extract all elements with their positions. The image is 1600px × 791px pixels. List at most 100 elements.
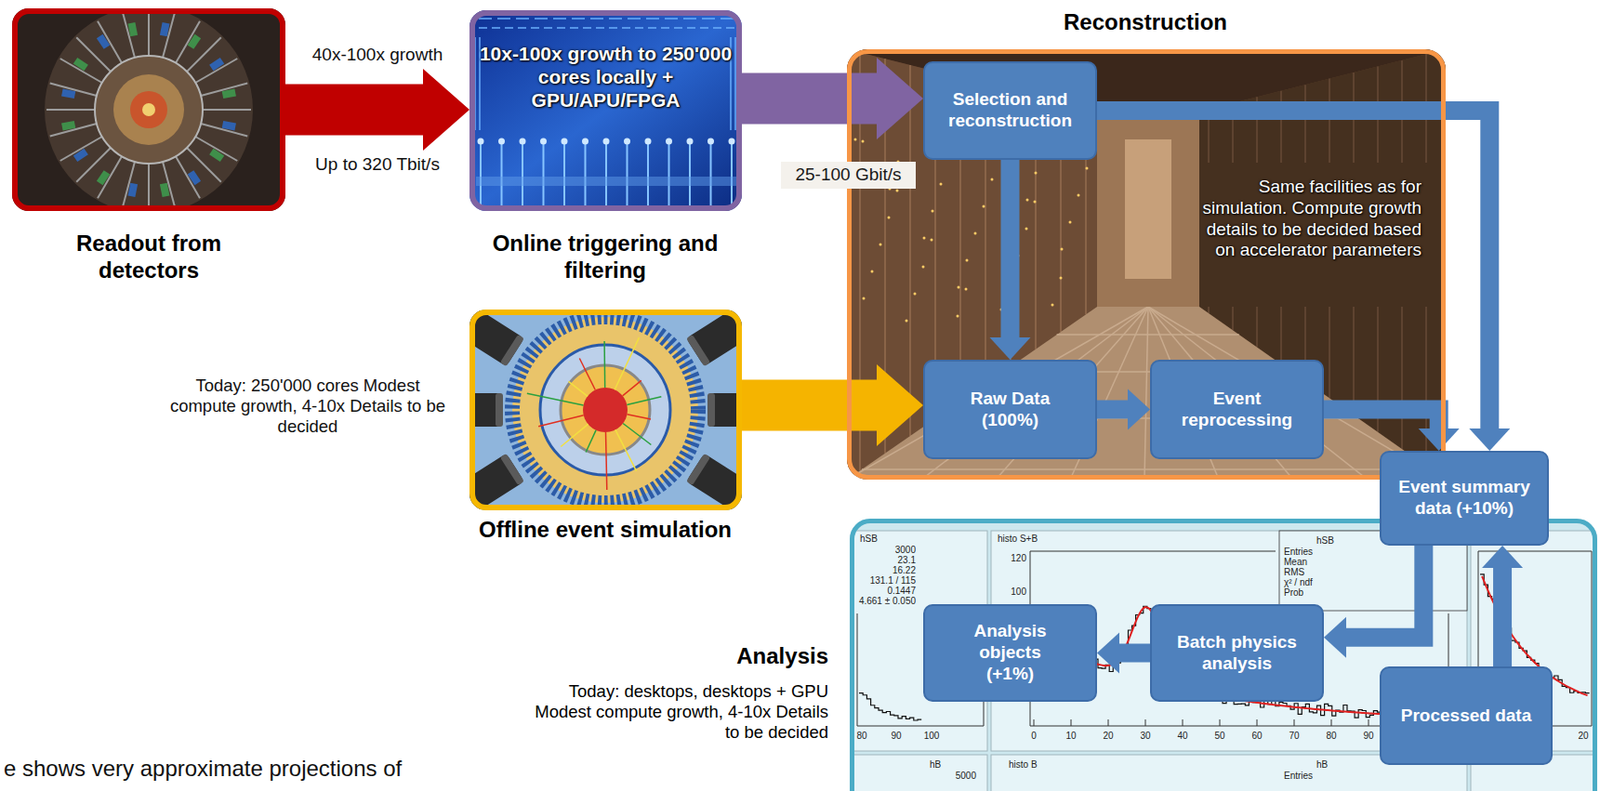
circuit-pad bbox=[645, 138, 652, 146]
circuit-pad bbox=[707, 138, 715, 146]
rack-led bbox=[965, 259, 969, 263]
panel-heading: Analysis bbox=[706, 643, 829, 671]
particle-track bbox=[622, 423, 651, 446]
circuit-pad bbox=[665, 138, 673, 146]
rack-led bbox=[982, 205, 986, 209]
rack-led bbox=[1060, 248, 1064, 252]
particle-track bbox=[622, 380, 642, 396]
circuit-pad bbox=[561, 138, 569, 146]
rack-led bbox=[939, 183, 943, 186]
rack-edge bbox=[1304, 84, 1307, 163]
histogram-label: 80 bbox=[1325, 730, 1336, 741]
arrow-shaft bbox=[1001, 159, 1020, 339]
detector-module bbox=[96, 34, 110, 50]
panel-heading: Online triggering and filtering bbox=[461, 230, 750, 285]
floor-tile-line bbox=[1144, 306, 1149, 480]
rack-led bbox=[1077, 194, 1081, 198]
floor-tile-line bbox=[1057, 333, 1240, 336]
rack-led bbox=[1026, 198, 1030, 202]
simulation-ring bbox=[512, 317, 699, 503]
rack-edge bbox=[1256, 306, 1258, 348]
circuit-ground bbox=[469, 10, 742, 212]
histogram-label: 50 bbox=[1214, 730, 1225, 741]
histogram-label: 131.1 / 115 bbox=[870, 575, 916, 586]
rack-led bbox=[1059, 277, 1063, 280]
axis-tick bbox=[1108, 719, 1110, 727]
panel-heading: 10x-100x growth to 250'000 cores locally… bbox=[476, 41, 736, 113]
rack-edge bbox=[1401, 306, 1403, 450]
detector-module bbox=[61, 89, 76, 100]
histogram-label: Prob bbox=[1283, 587, 1304, 598]
circuit-trace bbox=[563, 141, 566, 211]
arrow-shaft bbox=[1323, 409, 1440, 431]
histogram-label: hSB bbox=[1316, 535, 1335, 546]
rack-led bbox=[871, 270, 874, 274]
panel-heading: Readout from detectors bbox=[37, 230, 261, 285]
rack-led bbox=[1034, 171, 1038, 175]
axis-tick bbox=[1182, 719, 1184, 727]
histogram-label: 30 bbox=[1139, 730, 1151, 741]
panel-frame bbox=[469, 309, 742, 511]
rack-led bbox=[957, 286, 961, 290]
process-box: Event summary data (+10%) bbox=[1379, 450, 1549, 546]
side-note: Today: 250'000 cores Modest compute grow… bbox=[168, 375, 448, 438]
detector-module bbox=[96, 170, 110, 186]
arrow-head bbox=[876, 364, 924, 447]
circuit-pad bbox=[728, 138, 736, 146]
detector-module bbox=[73, 57, 89, 71]
histogram-label: hB bbox=[1316, 759, 1328, 770]
circuit-trace bbox=[626, 141, 629, 211]
detector-barrel bbox=[94, 55, 203, 164]
histogram-label: 80 bbox=[856, 730, 867, 741]
arrow-head bbox=[423, 68, 470, 151]
detector-module bbox=[128, 22, 139, 37]
circuit-trace bbox=[501, 141, 503, 211]
arrow-head bbox=[876, 57, 924, 140]
detector-module bbox=[128, 183, 139, 198]
circuit-bus bbox=[476, 176, 737, 186]
circuit-trace bbox=[584, 141, 587, 211]
rate-note: Up to 320 Tbit/s bbox=[293, 154, 462, 176]
simulation-picture bbox=[469, 309, 742, 511]
arrow-shaft bbox=[1097, 400, 1129, 420]
floor-tile-line bbox=[861, 468, 1431, 471]
group-panel: 10x-100x growth to 250'000 cores locally… bbox=[455, 10, 756, 290]
body-text: e shows very approximate projections of bbox=[3, 755, 655, 783]
rack-led bbox=[913, 292, 917, 296]
group-panel: Readout from detectors bbox=[12, 8, 286, 288]
histogram-label: 4.661 ± 0.050 bbox=[859, 595, 916, 607]
panel-note: Today: desktops, desktops + GPU Modest c… bbox=[520, 681, 829, 744]
axis-tick bbox=[1033, 719, 1035, 727]
rack-led bbox=[922, 265, 926, 269]
magnet-coil bbox=[469, 309, 525, 367]
rack-led bbox=[862, 297, 866, 301]
detector-photo bbox=[12, 8, 286, 212]
rack-led bbox=[956, 315, 960, 318]
rack-led bbox=[1033, 200, 1037, 204]
particle-track bbox=[579, 358, 596, 391]
rate-note: 40x-100x growth bbox=[303, 44, 452, 67]
detector-spoke bbox=[147, 8, 150, 56]
circuit-pad bbox=[687, 138, 694, 146]
circuit-pad bbox=[623, 138, 631, 146]
magnet-end bbox=[495, 393, 503, 427]
histogram-label: 70 bbox=[1288, 730, 1299, 741]
histogram-label: 90 bbox=[1362, 730, 1374, 741]
detector-spoke bbox=[46, 108, 95, 111]
particle-track bbox=[603, 341, 606, 388]
axis-tick bbox=[1071, 719, 1072, 727]
flow-arrow bbox=[741, 364, 924, 447]
arrow-shaft bbox=[285, 84, 424, 136]
axis-tick bbox=[1368, 719, 1370, 727]
group-panel: ReconstructionSame facilities as for sim… bbox=[841, 7, 1452, 482]
histogram-label: 5000 bbox=[955, 770, 977, 781]
detector-module bbox=[61, 120, 76, 132]
rack-led bbox=[1025, 227, 1029, 231]
axis-tick bbox=[1145, 719, 1147, 727]
detector-module bbox=[159, 183, 171, 198]
histogram-label: 100 bbox=[1010, 586, 1027, 597]
rack-led bbox=[1085, 167, 1089, 171]
particle-track bbox=[605, 432, 607, 490]
circuit-trace bbox=[478, 17, 735, 20]
floor-tile-line bbox=[1148, 306, 1368, 480]
